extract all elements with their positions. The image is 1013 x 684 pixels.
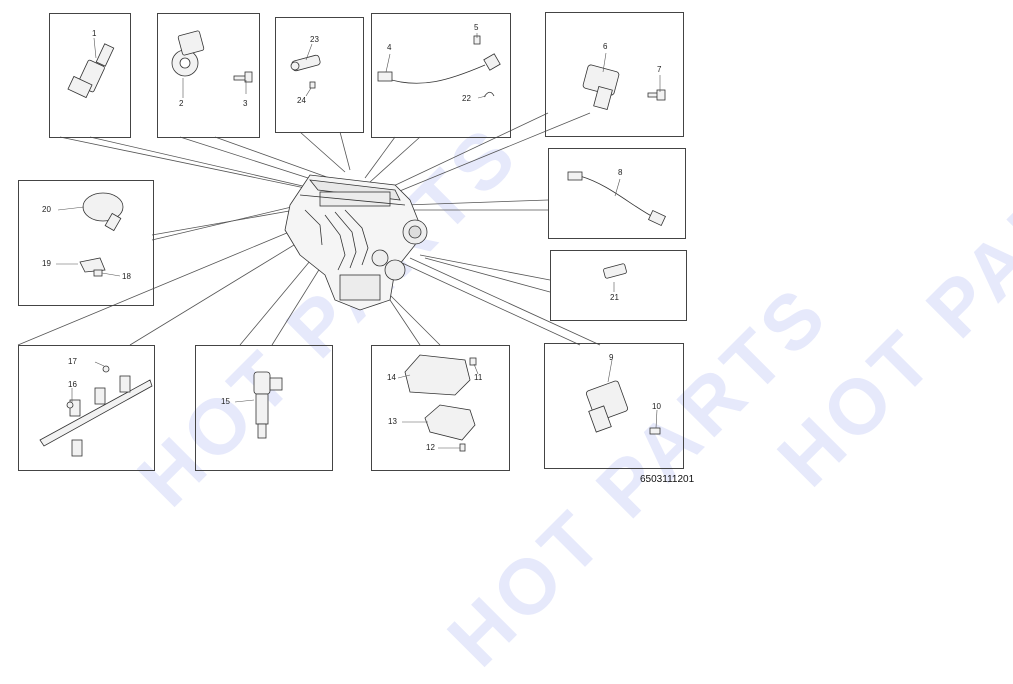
- parts-diagram: HOT PARTS HOT PARTS HOT PARTS: [17, 12, 1013, 683]
- box-parts-23-24: [275, 17, 364, 133]
- part-number-1: 1: [92, 29, 97, 38]
- part-4-glyph: [377, 53, 501, 84]
- part-number-10: 10: [652, 402, 661, 411]
- box-part-15: [195, 345, 333, 471]
- fuel-rail-glyph: [39, 365, 153, 457]
- part-23-glyph: [290, 54, 321, 72]
- part-number-12: 12: [426, 443, 435, 452]
- part-13-glyph: [424, 404, 476, 441]
- part-24-glyph: [309, 81, 316, 89]
- part-number-7: 7: [657, 65, 662, 74]
- part-10-glyph: [649, 427, 661, 435]
- part-number-6: 6: [603, 42, 608, 51]
- box-part-1: [49, 13, 131, 138]
- box-parts-2-3: [157, 13, 260, 138]
- part-7-glyph: [647, 89, 666, 101]
- part-number-3: 3: [243, 99, 248, 108]
- part-number-19: 19: [42, 259, 51, 268]
- part-number-9: 9: [609, 353, 614, 362]
- part-2-glyph: [171, 30, 205, 77]
- box-part-8: [548, 148, 686, 239]
- box-parts-4-5-22: [371, 13, 511, 138]
- part-number-4: 4: [387, 43, 392, 52]
- part-number-14: 14: [387, 373, 396, 382]
- part-number-8: 8: [618, 168, 623, 177]
- part-6-glyph: [582, 64, 620, 110]
- part-11-glyph: [469, 357, 477, 366]
- part-number-17: 17: [68, 357, 77, 366]
- part-22-glyph: [483, 91, 495, 98]
- engine-block: [284, 174, 428, 311]
- callout-lines: [56, 33, 661, 449]
- leader-lines: [17, 112, 601, 346]
- part-12-glyph: [459, 443, 466, 452]
- part-number-15: 15: [221, 397, 230, 406]
- part-9-glyph: [585, 380, 629, 433]
- part-14-glyph: [404, 354, 471, 396]
- part-number-20: 20: [42, 205, 51, 214]
- part-1-glyph: [67, 43, 115, 99]
- box-parts-6-7: [545, 12, 684, 137]
- part-21-glyph: [603, 263, 627, 279]
- part-number-24: 24: [297, 96, 306, 105]
- diagram-graphics: [17, 30, 666, 457]
- part-19-glyph: [79, 257, 106, 273]
- part-number-5: 5: [474, 23, 479, 32]
- part-number-11: 11: [474, 373, 483, 382]
- part-3-glyph: [233, 71, 253, 83]
- part-number-16: 16: [68, 380, 77, 389]
- box-parts-11-12-13-14: [371, 345, 510, 471]
- part-number-2: 2: [179, 99, 184, 108]
- part-number-13: 13: [388, 417, 397, 426]
- part-8-glyph: [567, 171, 666, 227]
- part-number-21: 21: [610, 293, 619, 302]
- part-number-22: 22: [462, 94, 471, 103]
- part-number-18: 18: [122, 272, 131, 281]
- part-number-23: 23: [310, 35, 319, 44]
- part-15-glyph: [253, 371, 283, 439]
- box-parts-9-10: [544, 343, 684, 469]
- part-20-glyph: [82, 192, 124, 232]
- diagram-code: 6503111201: [640, 474, 695, 485]
- box-parts-16-17: [18, 345, 155, 471]
- box-parts-18-19-20: [18, 180, 154, 306]
- box-part-21: [550, 250, 687, 321]
